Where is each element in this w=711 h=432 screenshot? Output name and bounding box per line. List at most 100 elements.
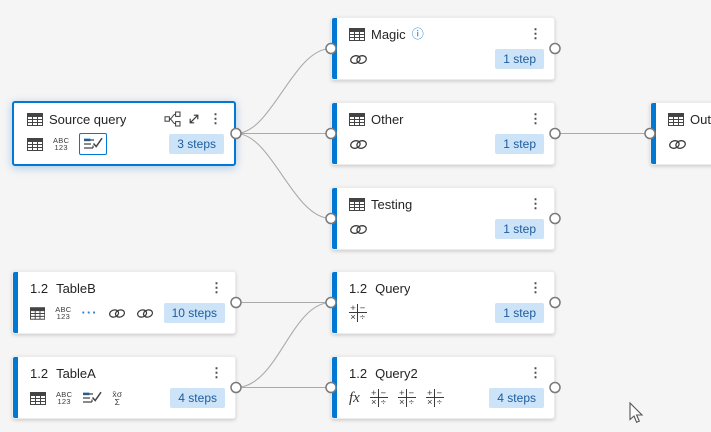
minus-label: − — [434, 387, 444, 399]
decimal-type-icon: 1.2 — [30, 280, 49, 296]
node-title: Query2 — [375, 365, 418, 381]
accent-bar — [332, 18, 337, 79]
num-label: 123 — [54, 143, 68, 152]
math-icon[interactable]: + − × ÷ — [397, 387, 416, 408]
more-menu-icon[interactable]: ⋮ — [210, 280, 223, 295]
node-tableb[interactable]: 1.2 TableB ⋮ ABC 123 ··· 10 steps — [12, 271, 236, 334]
node-query2[interactable]: 1.2 Query2 ⋮ fx + − × ÷ + − × ÷ + − × ÷ … — [331, 356, 555, 419]
decimal-type-icon: 1.2 — [30, 365, 49, 381]
decimal-type-icon: 1.2 — [349, 280, 368, 296]
abc-label: ABC — [55, 305, 72, 314]
times-label: × — [398, 398, 407, 407]
more-menu-icon[interactable]: ⋮ — [529, 365, 542, 380]
node-title: Source query — [49, 111, 127, 127]
steps-badge[interactable]: 1 step — [495, 219, 544, 239]
steps-badge[interactable]: 1 step — [495, 134, 544, 154]
accent-bar — [332, 272, 337, 333]
more-menu-icon[interactable]: ⋮ — [529, 280, 542, 295]
node-title: Magic — [371, 26, 406, 42]
minus-label: − — [378, 387, 388, 399]
plus-label: + — [425, 388, 435, 398]
num-label: 123 — [57, 397, 71, 406]
node-title: Query — [375, 280, 411, 296]
table-icon[interactable] — [30, 306, 46, 320]
steps-badge[interactable]: 10 steps — [163, 303, 225, 323]
node-title: Other — [371, 111, 404, 127]
math-icon[interactable]: + − × ÷ — [369, 387, 388, 408]
table-icon — [349, 197, 365, 211]
table-icon — [349, 27, 365, 41]
expand-icon[interactable] — [187, 112, 201, 126]
node-magic[interactable]: Magic ⓘ ⋮ 1 step — [331, 17, 555, 80]
accent-bar — [651, 103, 656, 164]
more-menu-icon[interactable]: ⋮ — [210, 365, 223, 380]
abc-123-icon[interactable]: ABC 123 — [55, 305, 72, 321]
abc-label: ABC — [53, 136, 70, 145]
link-icon[interactable] — [349, 53, 368, 66]
node-other[interactable]: Other ⋮ 1 step — [331, 102, 555, 165]
node-title: Outp — [690, 111, 711, 127]
steps-badge[interactable]: 1 step — [495, 303, 544, 323]
stat-top-label: x̄σ — [112, 389, 123, 399]
node-tablea[interactable]: 1.2 TableA ⋮ ABC 123 x̄σ Σ 4 steps — [12, 356, 236, 419]
more-menu-icon[interactable]: ⋮ — [529, 26, 542, 41]
more-menu-icon[interactable]: ⋮ — [209, 111, 222, 126]
divide-label: ÷ — [359, 312, 366, 323]
table-icon[interactable] — [27, 137, 43, 151]
stat-sum-label: Σ — [114, 397, 121, 407]
link-icon[interactable] — [108, 307, 126, 320]
edge-source-query-to-testing — [235, 132, 332, 220]
info-icon[interactable]: ⓘ — [411, 27, 424, 41]
abc-label: ABC — [56, 390, 73, 399]
more-steps-ellipsis[interactable]: ··· — [81, 305, 98, 320]
times-label: × — [370, 398, 379, 407]
node-title: TableB — [56, 280, 96, 296]
link-icon[interactable] — [349, 223, 368, 236]
math-icon[interactable]: + − × ÷ — [349, 302, 367, 323]
edge-tablea-to-query — [235, 301, 332, 389]
accent-bar — [332, 357, 337, 418]
current-step-highlight[interactable] — [79, 133, 108, 155]
accent-bar — [332, 188, 337, 249]
link-icon[interactable] — [349, 138, 368, 151]
reference-icon[interactable] — [164, 111, 181, 127]
plus-label: + — [349, 303, 358, 313]
node-output[interactable]: Outp — [650, 102, 711, 165]
times-label: × — [349, 313, 358, 322]
node-source-query[interactable]: Source query ⋮ ABC 123 — [12, 101, 236, 166]
num-label: 123 — [56, 312, 71, 321]
steps-badge[interactable]: 1 step — [495, 49, 544, 69]
plus-label: + — [369, 388, 379, 398]
minus-label: − — [406, 387, 416, 399]
more-menu-icon[interactable]: ⋮ — [529, 196, 542, 211]
abc-123-icon[interactable]: ABC 123 — [56, 390, 73, 406]
node-testing[interactable]: Testing ⋮ 1 step — [331, 187, 555, 250]
abc-123-icon[interactable]: ABC 123 — [53, 136, 70, 152]
fx-icon[interactable]: fx — [349, 389, 360, 406]
minus-label: − — [358, 302, 367, 314]
decimal-type-icon: 1.2 — [349, 365, 368, 381]
divide-label: ÷ — [436, 397, 442, 408]
plus-label: + — [397, 388, 407, 398]
divide-label: ÷ — [380, 397, 386, 408]
table-icon — [668, 112, 684, 126]
link-icon[interactable] — [136, 307, 154, 320]
table-icon[interactable] — [30, 391, 46, 405]
steps-badge[interactable]: 4 steps — [489, 388, 544, 408]
choose-columns-icon — [84, 137, 103, 149]
accent-bar — [13, 357, 18, 418]
node-title: TableA — [56, 365, 96, 381]
edge-source-query-to-magic — [235, 47, 332, 135]
more-menu-icon[interactable]: ⋮ — [529, 111, 542, 126]
accent-bar — [332, 103, 337, 164]
statistics-icon[interactable]: x̄σ Σ — [112, 389, 123, 407]
steps-badge[interactable]: 3 steps — [169, 134, 224, 154]
table-icon — [349, 112, 365, 126]
node-query[interactable]: 1.2 Query ⋮ + − × ÷ 1 step — [331, 271, 555, 334]
link-icon[interactable] — [668, 138, 687, 151]
mouse-cursor — [629, 401, 644, 424]
steps-badge[interactable]: 4 steps — [170, 388, 225, 408]
choose-columns-icon[interactable] — [82, 390, 102, 406]
divide-label: ÷ — [408, 397, 414, 408]
math-icon[interactable]: + − × ÷ — [425, 387, 444, 408]
